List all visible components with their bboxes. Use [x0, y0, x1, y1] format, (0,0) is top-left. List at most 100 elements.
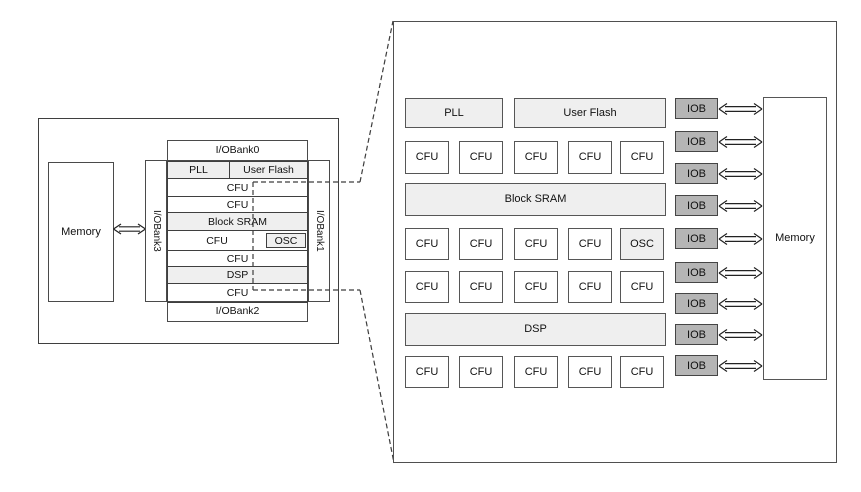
right-memory-block: Memory [763, 97, 827, 380]
iob-block: IOB [675, 163, 718, 184]
osc-label: OSC [630, 237, 654, 250]
left-iobank0-strip: I/OBank0 [167, 140, 308, 161]
iob-label: IOB [687, 232, 706, 245]
left-cfu-label: CFU [226, 198, 249, 211]
left-cfu-label: CFU [226, 181, 249, 194]
left-cfu-row: CFU [168, 179, 307, 197]
left-blocksram-label: Block SRAM [208, 215, 267, 228]
cfu-block: CFU [459, 271, 503, 303]
cfu-block: CFU [620, 356, 664, 388]
iob-label: IOB [687, 167, 706, 180]
iob-block: IOB [675, 293, 718, 314]
left-iobank0-label: I/OBank0 [215, 144, 260, 157]
cfu-block: CFU [568, 141, 612, 174]
userflash-block: User Flash [514, 98, 666, 128]
right-memory-label: Memory [775, 232, 815, 244]
cfu-label: CFU [415, 151, 439, 163]
cfu-label: CFU [524, 237, 548, 250]
cfu-label: CFU [630, 365, 654, 378]
cfu-label: CFU [524, 280, 548, 293]
iob-block: IOB [675, 131, 718, 152]
bidirectional-arrow-icon [718, 135, 763, 148]
left-pll-userflash-row: PLL User Flash [168, 162, 307, 179]
userflash-label: User Flash [563, 106, 617, 119]
left-cfu-label: CFU [206, 234, 228, 247]
cfu-block: CFU [459, 141, 503, 174]
left-dsp-row: DSP [168, 267, 307, 284]
bidirectional-arrow-icon [718, 266, 763, 279]
cfu-block: CFU [514, 228, 558, 260]
left-cfu-row: CFU [168, 284, 307, 302]
cfu-label: CFU [469, 151, 493, 163]
cfu-label: CFU [469, 280, 493, 293]
left-core-stack: PLL User Flash CFU CFU Block SRAM CFU OS… [167, 161, 308, 303]
cfu-label: CFU [415, 280, 439, 293]
cfu-block: CFU [620, 141, 664, 174]
cfu-block: CFU [405, 228, 449, 260]
left-osc-label: OSC [274, 234, 298, 247]
bidirectional-arrow-icon [718, 102, 763, 115]
cfu-block: CFU [568, 356, 612, 388]
left-userflash-block: User Flash [230, 162, 307, 178]
bidirectional-arrow-icon [718, 359, 763, 372]
left-memory-label: Memory [61, 225, 101, 238]
iob-block: IOB [675, 98, 718, 119]
left-userflash-label: User Flash [243, 164, 294, 176]
cfu-block: CFU [405, 271, 449, 303]
left-cfu-label: CFU [226, 287, 249, 299]
left-iobank1-strip: I/OBank1 [308, 160, 330, 302]
cfu-label: CFU [578, 365, 602, 378]
iob-label: IOB [687, 102, 706, 115]
bidirectional-arrow-icon [718, 199, 763, 212]
left-pll-block: PLL [168, 162, 230, 178]
iob-block: IOB [675, 228, 718, 249]
right-detail-panel: PLL User Flash CFU CFU CFU CFU CFU Block… [393, 21, 837, 463]
iob-label: IOB [687, 199, 706, 212]
cfu-label: CFU [578, 237, 602, 250]
cfu-block: CFU [405, 141, 449, 174]
cfu-block: CFU [568, 271, 612, 303]
cfu-label: CFU [578, 151, 602, 163]
cfu-label: CFU [469, 365, 493, 378]
cfu-label: CFU [524, 151, 548, 163]
pll-label: PLL [444, 106, 464, 119]
cfu-label: CFU [415, 237, 439, 250]
left-cfu-osc-row: CFU OSC [168, 231, 307, 251]
bidirectional-arrow-icon [718, 328, 763, 341]
bidirectional-arrow-icon [718, 167, 763, 180]
dsp-label: DSP [524, 323, 547, 335]
iob-label: IOB [687, 135, 706, 148]
cfu-block: CFU [459, 228, 503, 260]
left-osc-block: OSC [266, 233, 306, 248]
cfu-block: CFU [514, 271, 558, 303]
left-cfu-row: CFU [168, 251, 307, 267]
cfu-label: CFU [578, 280, 602, 293]
left-cfu-row: CFU [168, 197, 307, 213]
cfu-label: CFU [524, 365, 548, 378]
iob-block: IOB [675, 355, 718, 376]
iob-label: IOB [687, 297, 706, 310]
iob-label: IOB [687, 359, 706, 372]
left-memory-block: Memory [48, 162, 114, 302]
blocksram-block: Block SRAM [405, 183, 666, 216]
cfu-label: CFU [415, 365, 439, 378]
left-iobank1-label: I/OBank1 [314, 210, 325, 252]
iob-label: IOB [687, 328, 706, 341]
left-cfu-label: CFU [226, 252, 249, 265]
cfu-block: CFU [620, 271, 664, 303]
iob-block: IOB [675, 324, 718, 345]
left-iobank3-strip: I/OBank3 [145, 160, 167, 302]
cfu-label: CFU [630, 280, 654, 293]
cfu-label: CFU [469, 237, 493, 250]
iob-block: IOB [675, 195, 718, 216]
blocksram-label: Block SRAM [504, 193, 567, 205]
left-iobank2-label: I/OBank2 [215, 305, 260, 318]
left-dsp-label: DSP [226, 269, 249, 281]
cfu-block: CFU [568, 228, 612, 260]
pll-block: PLL [405, 98, 503, 128]
left-iobank3-label: I/OBank3 [151, 210, 162, 252]
bidirectional-arrow-icon [718, 232, 763, 245]
bidirectional-arrow-icon [718, 297, 763, 310]
cfu-block: CFU [405, 356, 449, 388]
iob-block: IOB [675, 262, 718, 283]
